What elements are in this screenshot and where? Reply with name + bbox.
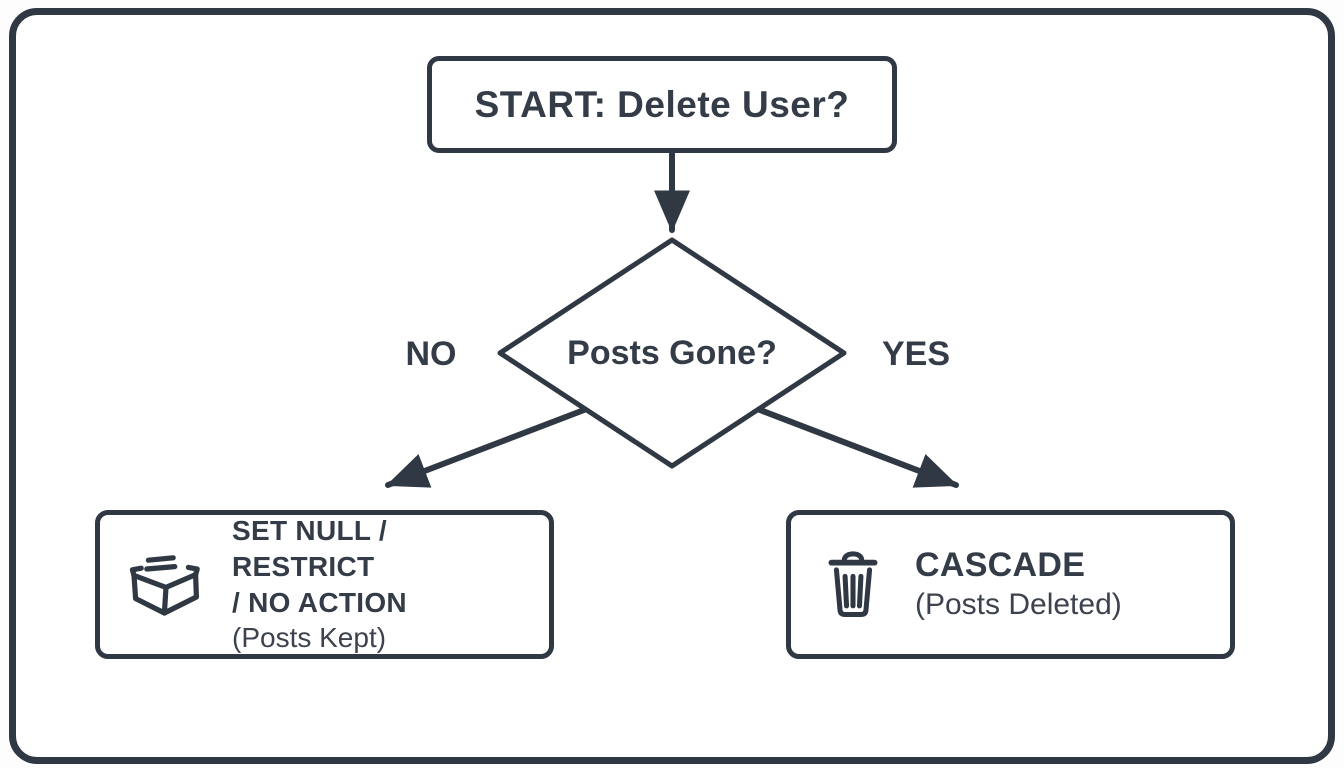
outcome-set-null-line1: SET NULL / RESTRICT: [232, 514, 387, 582]
edge-yes-branch: [757, 407, 959, 488]
outcome-node-cascade: CASCADE (Posts Deleted): [786, 510, 1235, 659]
outcome-set-null-text: SET NULL / RESTRICT / NO ACTION (Posts K…: [232, 513, 523, 656]
start-node-label: START: Delete User?: [474, 83, 850, 125]
outcome-node-set-null: SET NULL / RESTRICT / NO ACTION (Posts K…: [95, 510, 554, 659]
outcome-cascade-subtitle: (Posts Deleted): [915, 588, 1122, 622]
outcome-set-null-line3: (Posts Kept): [232, 622, 387, 654]
open-box-icon: [129, 554, 200, 616]
edge-no-branch: [385, 407, 587, 488]
outcome-cascade-text: CASCADE (Posts Deleted): [915, 545, 1122, 625]
outcome-set-null-line2: / NO ACTION: [232, 586, 407, 618]
start-node: START: Delete User?: [427, 56, 897, 153]
trash-icon: [828, 550, 878, 617]
outcome-cascade-title: CASCADE: [915, 545, 1086, 584]
branch-label-no: NO: [405, 335, 457, 373]
decision-label: Posts Gone?: [567, 334, 777, 372]
branch-label-yes: YES: [881, 335, 951, 373]
